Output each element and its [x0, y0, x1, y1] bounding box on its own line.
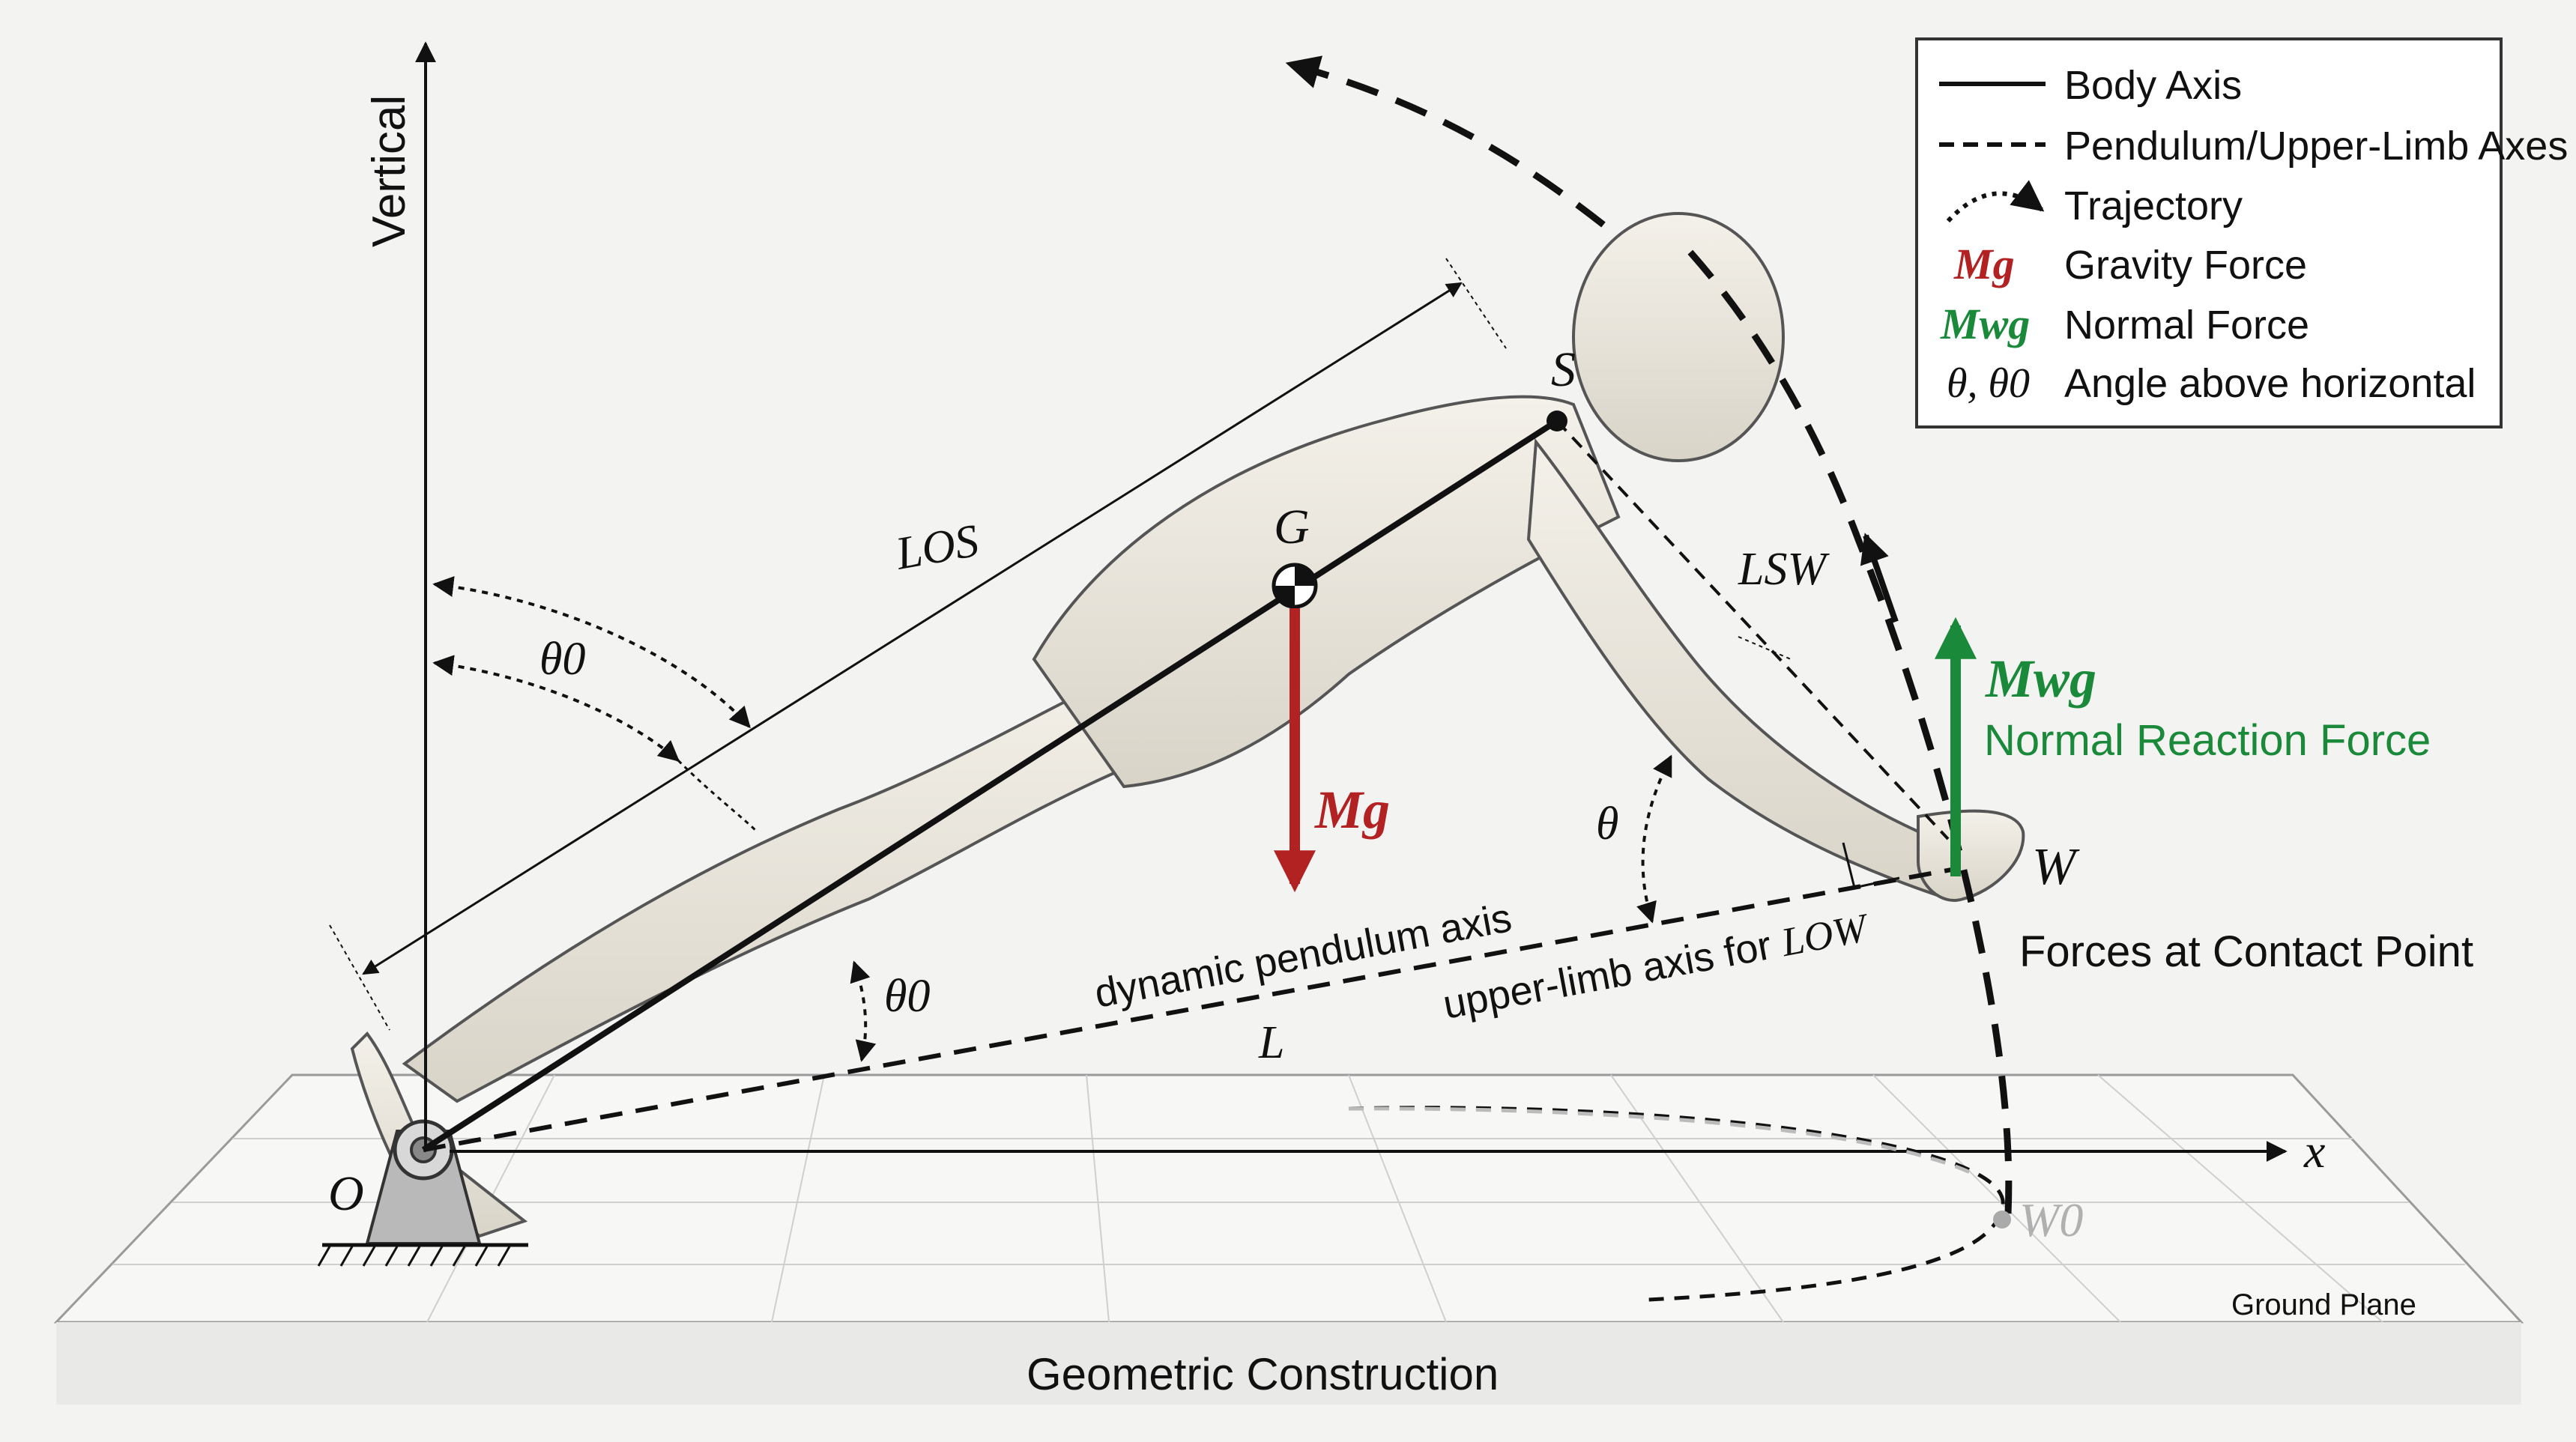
theta-label: θ	[1596, 799, 1618, 849]
legend-item-pendulum: Pendulum/Upper-Limb Axes	[2064, 124, 2568, 169]
legend-angle-symbol: θ, θ0	[1947, 360, 2030, 407]
trajectory-arc-upper	[1285, 55, 1606, 228]
ground-plane-label: Ground Plane	[2231, 1288, 2416, 1321]
l-sw-tick	[1738, 636, 1792, 660]
l-sw-label: LSW	[1738, 544, 1830, 595]
trajectory-arrow	[1860, 533, 1899, 623]
l-os-dimension	[329, 258, 1507, 1031]
theta0-bottom-label: θ0	[884, 971, 930, 1022]
normal-force-caption: Normal Reaction Force	[1984, 716, 2431, 765]
vertical-axis-label: Vertical	[363, 95, 415, 247]
pendulum-axis	[423, 867, 1956, 1152]
w0-point	[1993, 1211, 2011, 1229]
legend-item-normal: Normal Force	[2064, 303, 2309, 348]
trajectory-arc-lower	[1683, 244, 2013, 1214]
center-of-mass-marker	[1272, 563, 1318, 609]
legend-gravity-symbol: Mg	[1953, 240, 2015, 288]
ground-trajectory-faded	[1348, 1106, 1980, 1178]
contact-point-caption: Forces at Contact Point	[2019, 927, 2473, 976]
theta0-top-arc-2	[432, 655, 680, 762]
diagram-title: Geometric Construction	[1027, 1349, 1499, 1399]
normal-force-label: Mwg	[1985, 649, 2096, 709]
com-label: G	[1274, 500, 1310, 554]
origin-label: O	[328, 1166, 364, 1221]
theta0-top-label: θ0	[539, 634, 585, 685]
legend-item-gravity: Gravity Force	[2064, 243, 2307, 288]
legend-normal-symbol: Mwg	[1940, 300, 2030, 348]
theta0-bottom-arc	[850, 960, 877, 1062]
ground-trajectory	[1348, 1106, 2005, 1302]
l-label: L	[1258, 1017, 1284, 1068]
legend-item-angle: Angle above horizontal	[2064, 361, 2476, 406]
l-os-label: LOS	[892, 515, 982, 580]
theta0-top-arc-3	[677, 759, 758, 833]
legend-item-body-axis: Body Axis	[2064, 63, 2242, 108]
legend-dotted-arc-icon	[1946, 180, 2045, 223]
legend: Body Axis Pendulum/Upper-Limb Axes Traje…	[1915, 37, 2568, 428]
theta0-top-arc-1	[432, 576, 751, 729]
x-axis-label: x	[2303, 1124, 2325, 1178]
theta-arc	[1636, 754, 1672, 924]
wrist-label: W	[2032, 838, 2080, 896]
shoulder-point	[1546, 411, 1567, 431]
shoulder-label: S	[1551, 342, 1576, 397]
gravity-force-label: Mg	[1314, 780, 1390, 840]
ground-plane	[53, 1073, 2524, 1405]
right-angle-marker	[1842, 842, 1900, 889]
legend-item-trajectory: Trajectory	[2064, 184, 2243, 228]
upper-limb-segment	[1555, 419, 1950, 840]
w0-label: W0	[2019, 1193, 2083, 1246]
